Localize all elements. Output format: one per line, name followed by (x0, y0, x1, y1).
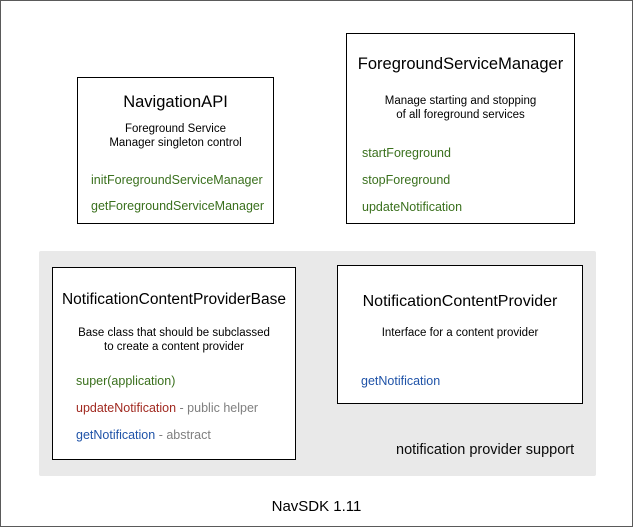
description-line: Manager singleton control (109, 137, 242, 149)
method-list: initForegroundServiceManager getForegrou… (78, 173, 273, 213)
method-row: super(application) (76, 374, 295, 388)
class-box-notification-content-provider-base: NotificationContentProviderBase Base cla… (52, 267, 296, 460)
sdk-version-label: NavSDK 1.11 (271, 498, 362, 515)
description-line: Interface for a content provider (381, 327, 539, 339)
class-box-notification-content-provider: NotificationContentProvider Interface fo… (337, 265, 583, 404)
method-name: stopForeground (362, 173, 451, 187)
method-name: getForegroundServiceManager (91, 199, 265, 213)
method-name: initForegroundServiceManager (91, 173, 263, 187)
class-title: ForegroundServiceManager (357, 55, 564, 73)
method-annotation: - public helper (176, 401, 259, 415)
description-line: to create a content provider (104, 341, 244, 353)
class-description: Base class that should be subclassed to … (53, 326, 295, 354)
description-line: of all foreground services (396, 109, 525, 121)
method-row: startForeground (362, 146, 574, 160)
method-row: updateNotification - public helper (76, 401, 295, 415)
class-description: Manage starting and stopping of all fore… (347, 94, 574, 122)
method-name: getNotification (76, 428, 156, 442)
method-list: getNotification (338, 374, 582, 388)
method-name: updateNotification (76, 401, 177, 415)
method-row: initForegroundServiceManager (91, 173, 273, 187)
method-name: super(application) (76, 374, 176, 388)
description-line: Base class that should be subclassed (78, 327, 270, 339)
description-line: Manage starting and stopping (384, 95, 537, 107)
class-title: NotificationContentProvider (362, 293, 558, 310)
method-row: updateNotification (362, 200, 574, 214)
class-description: Interface for a content provider (338, 326, 582, 340)
panel-label: notification provider support (396, 442, 575, 458)
description-line: Foreground Service (125, 123, 226, 135)
method-name: getNotification (361, 374, 441, 388)
class-title: NavigationAPI (123, 93, 228, 111)
class-box-foreground-service-manager: ForegroundServiceManager Manage starting… (346, 33, 575, 224)
method-row: getForegroundServiceManager (91, 199, 273, 213)
method-row: stopForeground (362, 173, 574, 187)
class-description: Foreground Service Manager singleton con… (78, 122, 273, 150)
class-title: NotificationContentProviderBase (61, 291, 286, 308)
method-list: startForeground stopForeground updateNot… (347, 146, 574, 214)
method-annotation: - abstract (155, 428, 211, 442)
method-name: startForeground (362, 146, 451, 160)
method-row: getNotification (361, 374, 582, 388)
class-box-navigation-api: NavigationAPI Foreground Service Manager… (77, 77, 274, 224)
method-list: super(application) updateNotification - … (53, 374, 295, 442)
method-row: getNotification - abstract (76, 428, 295, 442)
method-name: updateNotification (362, 200, 463, 214)
